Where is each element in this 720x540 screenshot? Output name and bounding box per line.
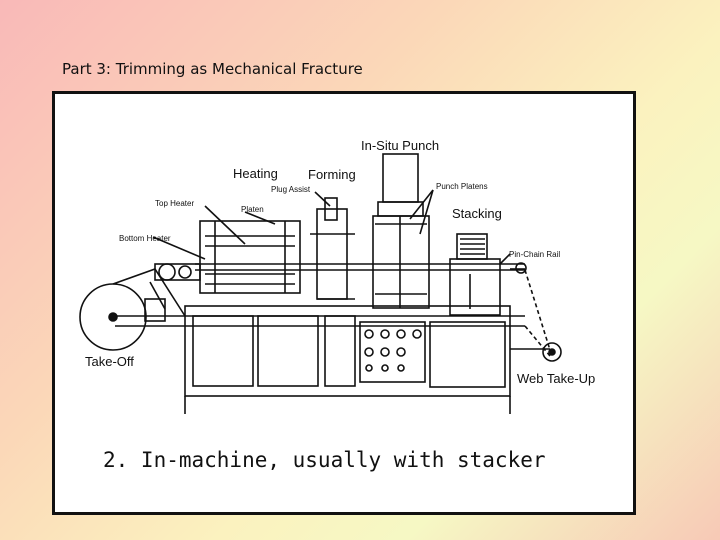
figure-frame: In-Situ Punch Heating Forming Plug Assis… (52, 91, 636, 515)
label-take-off: Take-Off (85, 354, 134, 369)
label-top-heater: Top Heater (155, 199, 194, 208)
label-web-take-up: Web Take-Up (517, 371, 595, 386)
label-pin-chain-rail: Pin-Chain Rail (509, 250, 560, 259)
slide-title: Part 3: Trimming as Mechanical Fracture (62, 60, 363, 78)
punch-press (382, 153, 419, 203)
figure-caption: 2. In-machine, usually with stacker (99, 438, 599, 482)
label-plug-assist: Plug Assist (271, 185, 311, 194)
label-platen: Platen (241, 205, 264, 214)
label-in-situ-punch: In-Situ Punch (361, 138, 439, 153)
machine-cabinet (184, 305, 511, 397)
label-heating: Heating (233, 166, 278, 181)
label-bottom-heater: Bottom Heater (119, 234, 171, 243)
web-take-up-roll (542, 342, 562, 362)
label-forming: Forming (308, 167, 356, 182)
label-punch-platens: Punch Platens (436, 182, 488, 191)
thermoformer-diagram: In-Situ Punch Heating Forming Plug Assis… (79, 138, 595, 414)
label-stacking: Stacking (452, 206, 502, 221)
